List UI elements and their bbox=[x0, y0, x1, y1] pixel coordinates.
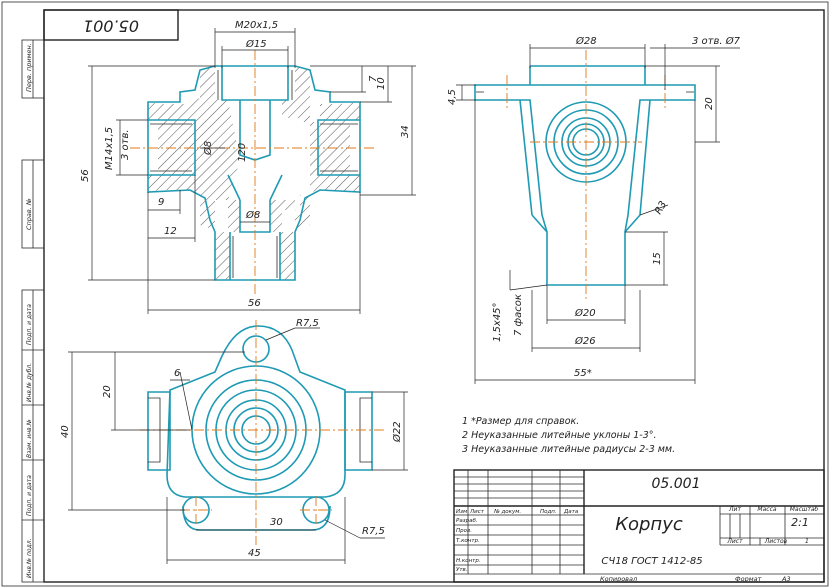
rotated-code-box: 05.001 bbox=[43, 9, 179, 41]
date-label: Дата bbox=[563, 509, 579, 515]
format-label: Формат bbox=[735, 575, 762, 583]
dim-40: 40 bbox=[60, 425, 71, 438]
dim-56h: 56 bbox=[248, 298, 261, 309]
dim-d8b: Ø8 bbox=[245, 209, 260, 221]
front-section-view: M20x1,5 Ø15 Ø8 120 Ø8 M14x1,5 3 отв. 56 … bbox=[80, 20, 416, 314]
side-label-7: Инв.№ подл. bbox=[26, 538, 33, 578]
rotated-doc-code: 05.001 bbox=[83, 17, 139, 36]
side-label-5: Взам. инв.№ bbox=[26, 419, 33, 458]
dim-20r: 20 bbox=[704, 97, 715, 110]
dim-34: 34 bbox=[400, 125, 411, 138]
dim-r3: R3 bbox=[653, 199, 669, 216]
dim-12: 12 bbox=[164, 226, 177, 237]
side-label-1: Перв. примен. bbox=[25, 43, 33, 92]
massa-label: Масса bbox=[757, 506, 776, 513]
dim-d15: Ø15 bbox=[245, 38, 267, 50]
masshtab-label: Масштаб bbox=[790, 506, 819, 513]
dim-chamfer-2: 7 фасок bbox=[513, 294, 524, 336]
dim-55: 55* bbox=[574, 368, 592, 379]
side-strip: Перв. примен. Справ. № Подп. и дата Инв.… bbox=[21, 39, 45, 583]
nkontr-label: Н.контр. bbox=[456, 558, 481, 564]
dim-m14: M14x1,5 bbox=[104, 127, 115, 170]
note-1: 1 *Размер для справок. bbox=[462, 416, 579, 427]
dim-d22: Ø22 bbox=[391, 421, 403, 443]
side-label-2: Справ. № bbox=[25, 198, 33, 230]
dim-d28: Ø28 bbox=[575, 35, 597, 47]
top-view: R7,5 6 20 40 Ø22 30 R7,5 45 bbox=[60, 318, 408, 564]
prov-label: Пров. bbox=[456, 528, 472, 534]
note-3: 3 Неуказанные литейные радиусы 2-3 мм. bbox=[462, 444, 675, 455]
list-label: Лист bbox=[469, 509, 485, 515]
dim-d20: Ø20 bbox=[574, 307, 596, 319]
format-value: А3 bbox=[781, 575, 791, 583]
copied-label: Копировал bbox=[600, 575, 637, 583]
note-2: 2 Неуказанные литейные уклоны 1-3°. bbox=[462, 430, 657, 441]
side-label-4: Инв.№ дубл. bbox=[26, 363, 33, 402]
dim-6: 6 bbox=[174, 368, 180, 379]
side-label-3: Подп. и дата bbox=[26, 304, 33, 345]
side-view: Ø28 3 отв. Ø7 4,5 20 R3 15 1,5x45° 7 фас… bbox=[447, 35, 741, 384]
dim-4-5: 4,5 bbox=[447, 89, 458, 105]
dim-d8a: Ø8 bbox=[202, 141, 214, 156]
dim-d120: 120 bbox=[237, 143, 248, 162]
dim-holes3: 3 отв. bbox=[120, 129, 131, 160]
dim-9: 9 bbox=[158, 197, 164, 208]
dim-chamfer-1: 1,5x45° bbox=[492, 302, 503, 342]
scale-value: 2:1 bbox=[791, 516, 809, 529]
izm-label: Изм bbox=[456, 509, 467, 515]
dim-7: 7 bbox=[368, 75, 379, 82]
sign-label: Подп. bbox=[540, 509, 557, 515]
lit-label: Лит bbox=[728, 506, 741, 513]
dim-30: 30 bbox=[270, 517, 283, 528]
side-label-6: Подп. и дата bbox=[26, 475, 33, 516]
dim-15: 15 bbox=[652, 252, 663, 265]
material: СЧ18 ГОСТ 1412-85 bbox=[601, 556, 702, 567]
dim-d26: Ø26 bbox=[574, 335, 596, 347]
dim-10: 10 bbox=[376, 77, 387, 90]
listov-label: Листов bbox=[764, 538, 788, 545]
dim-45b: 45 bbox=[248, 548, 261, 559]
dim-holes3-d7: 3 отв. Ø7 bbox=[692, 35, 741, 47]
utv-label: Утв. bbox=[456, 567, 468, 573]
title-block: 05.001 Корпус СЧ18 ГОСТ 1412-85 2:1 Лит … bbox=[453, 469, 825, 583]
doc-no-label: № докум. bbox=[493, 509, 521, 515]
dim-r75-top: R7,5 bbox=[296, 318, 319, 329]
dim-56v: 56 bbox=[80, 169, 91, 182]
list-cell-label: Лист bbox=[726, 538, 743, 545]
razrab-label: Разраб. bbox=[456, 518, 478, 524]
doc-code: 05.001 bbox=[652, 476, 701, 492]
dim-m20: M20x1,5 bbox=[235, 20, 278, 31]
tkontr-label: Т.контр. bbox=[456, 538, 480, 544]
part-name: Корпус bbox=[615, 514, 683, 535]
sheets-value: 1 bbox=[805, 538, 809, 545]
dim-r75-bottom: R7,5 bbox=[362, 526, 385, 537]
technical-notes: 1 *Размер для справок. 2 Неуказанные лит… bbox=[462, 416, 675, 455]
dim-20b: 20 bbox=[102, 385, 113, 398]
